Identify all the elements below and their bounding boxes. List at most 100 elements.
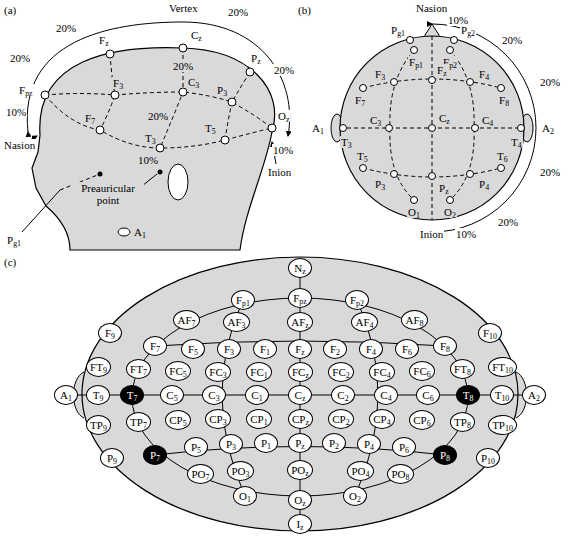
electrode-name: CP5 — [169, 414, 186, 426]
electrode-name: F3 — [224, 343, 234, 355]
electrode: P2 — [322, 433, 346, 453]
percent-label: 20% — [147, 110, 169, 122]
figure-label: Fz — [436, 64, 448, 76]
electrode-name: Iz — [296, 518, 303, 530]
electrode: T7 — [120, 385, 144, 405]
electrode: T8 — [456, 385, 480, 405]
electrode: F10 — [478, 323, 502, 343]
electrode: C6 — [416, 385, 440, 405]
electrode: TP10 — [488, 415, 517, 435]
ten-ten-map — [66, 257, 534, 531]
electrode-name: CP1 — [250, 413, 267, 425]
electrode-name: T7 — [127, 389, 138, 401]
electrode-name: CP3 — [209, 413, 226, 425]
electrode: C5 — [160, 385, 184, 405]
electrode: CP6 — [409, 410, 435, 430]
electrode: P10 — [476, 448, 500, 468]
electrode-name: PO8 — [391, 468, 409, 480]
electrode: F7 — [143, 336, 167, 356]
electrode-name: C1 — [251, 389, 262, 401]
electrode-name: AF3 — [227, 316, 245, 328]
electrode-name: P1 — [261, 437, 271, 449]
figure-label: Inion — [267, 166, 292, 178]
electrode-name: P6 — [399, 441, 409, 453]
head-profile — [32, 48, 275, 250]
electrode: F2 — [323, 339, 347, 359]
electrode-dots — [340, 37, 525, 204]
electrode: Fz — [288, 339, 312, 359]
figure-label: A1 — [311, 122, 325, 134]
percent-label: 20% — [55, 22, 77, 34]
electrode: P9 — [100, 448, 124, 468]
electrode-name: PO3 — [231, 465, 249, 477]
electrode-name: C2 — [337, 389, 348, 401]
figure-label: C4 — [481, 114, 494, 126]
electrode-name: F10 — [483, 327, 497, 339]
figure-label: P4 — [478, 178, 490, 190]
electrode-name: AF7 — [177, 314, 195, 326]
electrode-name: CPz — [292, 413, 309, 425]
electrode-name: P10 — [481, 452, 495, 464]
electrode: FC6 — [409, 361, 435, 381]
figure-label: P3 — [374, 178, 386, 190]
electrode-name: FCz — [292, 366, 309, 378]
electrode-name: AFz — [291, 316, 309, 328]
percent-label: 20% — [273, 64, 295, 76]
electrode-name: TP8 — [454, 416, 471, 428]
electrode-name: Cz — [295, 389, 306, 401]
electrode-name: A2 — [528, 389, 540, 401]
electrode-name: A1 — [60, 389, 72, 401]
figure-label: O1 — [407, 206, 421, 218]
figure-label: (c) — [3, 256, 17, 268]
figure-label: O2 — [443, 206, 457, 218]
electrode-name: Pz — [295, 437, 305, 449]
electrode-name: F4 — [366, 343, 376, 355]
electrode-name: PO7 — [191, 468, 209, 480]
electrode: O2 — [343, 486, 367, 506]
electrode: FCz — [288, 362, 313, 382]
electrode-name: AF4 — [355, 316, 373, 328]
figure-label: Fpz — [18, 84, 34, 96]
electrode: CP3 — [205, 409, 231, 429]
electrode-name: FC6 — [413, 365, 430, 377]
electrode-name: P9 — [107, 452, 117, 464]
figure-label: (a) — [3, 4, 17, 16]
electrode: CPz — [288, 409, 313, 429]
electrode-name: FC2 — [332, 366, 349, 378]
landmark-dot — [98, 172, 103, 177]
electrode-name: C4 — [380, 389, 391, 401]
electrode-name: FC5 — [169, 365, 186, 377]
electrode: P1 — [254, 433, 278, 453]
electrode-name: T10 — [495, 389, 510, 401]
figure-label: T5 — [356, 150, 369, 162]
electrode-dots — [41, 44, 276, 152]
electrode: O1 — [233, 486, 257, 506]
figure-label: F3 — [112, 77, 124, 89]
electrode-name: P7 — [150, 449, 160, 461]
figure-label: A1 — [133, 226, 147, 238]
electrode: PO8 — [387, 464, 414, 484]
figure-label: F7 — [354, 94, 366, 106]
electrode: FT9 — [86, 357, 111, 377]
electrode: FT7 — [126, 359, 151, 379]
electrode: P5 — [184, 437, 208, 457]
figure-label: Cz — [190, 29, 203, 41]
figure-label: Preauricular point — [72, 182, 144, 206]
electrode-name: P2 — [329, 437, 339, 449]
electrode: Fpz — [288, 288, 312, 308]
electrode-name: P4 — [364, 438, 374, 450]
electrode: Fp2 — [345, 290, 369, 310]
electrode: C2 — [331, 385, 355, 405]
electrode-name: C3 — [208, 389, 219, 401]
percent-label: 10% — [137, 154, 159, 166]
electrode: C1 — [245, 385, 269, 405]
electrode: FC4 — [369, 362, 395, 382]
electrode-name: F6 — [402, 343, 412, 355]
electrode: C4 — [374, 385, 398, 405]
electrode: AF8 — [401, 310, 428, 330]
electrode-name: O1 — [239, 490, 251, 502]
electrode: F5 — [181, 339, 205, 359]
electrode: Cz — [288, 385, 312, 405]
figure-label: C3 — [187, 76, 200, 88]
electrode: PO4 — [347, 461, 374, 481]
